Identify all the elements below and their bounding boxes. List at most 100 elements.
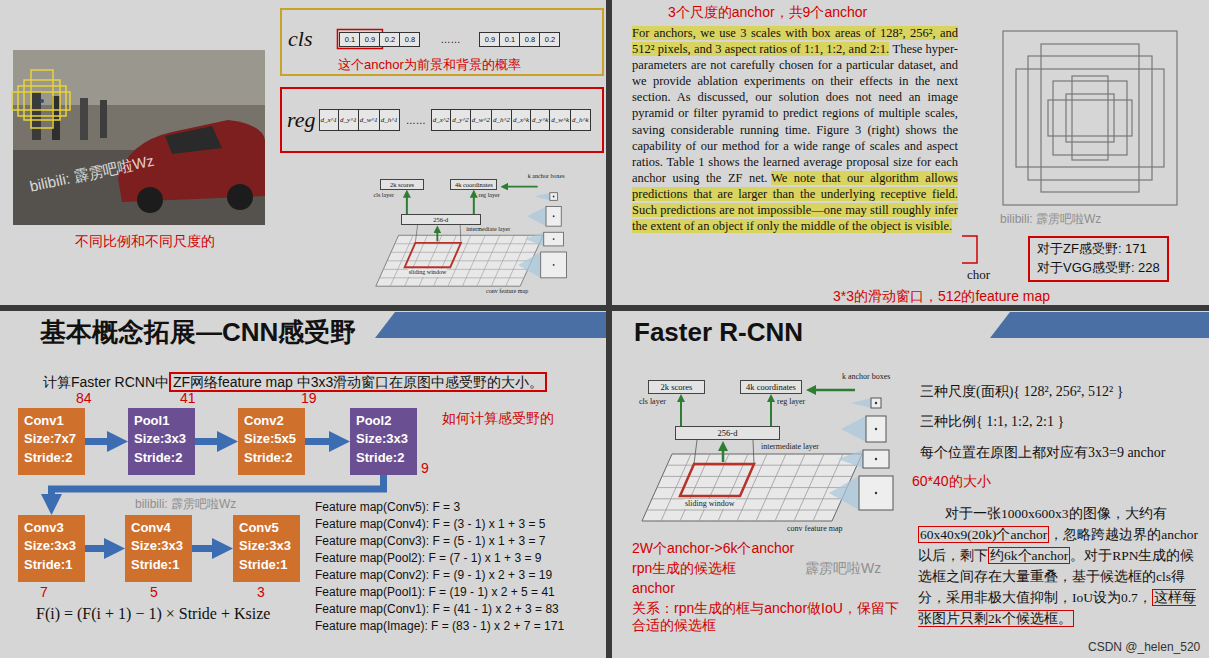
watermark: 霹雳吧啦Wz	[805, 560, 881, 577]
anchor-outline	[1028, 56, 1152, 180]
watermark: bilibili: 霹雳吧啦Wz	[1000, 212, 1101, 226]
person	[80, 98, 88, 140]
layer-box: 256-d	[675, 426, 780, 440]
layer-name: Pool2	[356, 412, 411, 430]
layer-name: Conv5	[239, 519, 294, 537]
formula-step: Feature map(Pool1): F = (19 - 1) x 2 + 5…	[315, 585, 555, 599]
anchor-scale-figure	[1003, 31, 1177, 205]
figure-label: conv feature map	[787, 524, 843, 534]
cell-value: d_w^2	[472, 116, 490, 124]
figure-label: k anchor boxes	[842, 372, 890, 382]
annotation: 3个尺度的anchor，共9个anchor	[668, 4, 867, 21]
cell-value: 0.8	[525, 35, 535, 44]
source-credit: CSDN @_helen_520	[1088, 640, 1200, 654]
flow-arrow	[680, 400, 682, 426]
cell-value: d_h^1	[381, 116, 398, 124]
layer-size: Size:3x3	[239, 537, 294, 555]
callout-number: 84	[76, 390, 92, 407]
score-cell: 0.8	[399, 32, 420, 47]
offset-cell: d_h^1	[379, 109, 400, 131]
layer-name: 4k coordinates	[746, 382, 796, 392]
paper-fragment: chor	[967, 267, 990, 283]
score-cell: 0.9	[479, 32, 500, 47]
score-cell: 0.2	[539, 32, 560, 47]
car-wheel	[227, 184, 253, 210]
callout-number: 7	[40, 584, 48, 601]
offset-cell: d_w^2	[470, 109, 492, 131]
layer-size: Size:3x3	[131, 537, 186, 555]
explanation-paragraph: 对于一张1000x600x3的图像，大约有60x40x9(20k)个anchor…	[918, 503, 1200, 629]
flow-arrow	[406, 195, 408, 214]
score-cell: 0.9	[359, 32, 380, 47]
offset-cell: d_w^k	[549, 109, 571, 131]
flow-arrow	[85, 438, 113, 445]
bullet-text: 每个位置在原图上都对应有3x3=9 anchor	[920, 445, 1166, 462]
formula-step: Feature map(Pool2): F = (7 - 1) x 1 + 3 …	[315, 551, 541, 565]
pool-layer-box: Pool2Size:3x3Stride:2	[350, 408, 417, 475]
flow-arrow	[85, 545, 110, 552]
layer-name: 2k scores	[661, 382, 693, 392]
cell-value: d_w^k	[551, 116, 569, 124]
note-line: 对于VGG感受野: 228	[1037, 259, 1160, 278]
offset-cell: d_y^2	[450, 109, 471, 131]
layer-name: 2k scores	[390, 181, 414, 188]
bullet-text: 三种尺度(面积){ 128², 256², 512² }	[920, 384, 1123, 401]
photo-ground	[13, 50, 265, 225]
layer-box: 4k coordinates	[450, 179, 497, 190]
layer-name: Conv3	[24, 519, 79, 537]
bullet-text: 三种比例{ 1:1, 1:2, 2:1 }	[920, 414, 1064, 431]
conv-layer-box: Conv4Size:3x3Stride:1	[125, 515, 192, 582]
cell-value: 0.1	[345, 35, 355, 44]
highlight-frame	[337, 30, 382, 49]
cell-value: d_y^1	[340, 116, 357, 124]
callout-number: 19	[301, 390, 317, 407]
layer-box: 4k coordinates	[740, 380, 802, 394]
layer-size: Size:7x7	[24, 430, 79, 448]
callout-number: 5	[150, 584, 158, 601]
question-text: 计算Faster RCNN中	[43, 374, 169, 390]
formula-step: Feature map(Image): F = (83 - 1) x 2 + 7…	[315, 619, 564, 633]
annotation: 关系：rpn生成的框与anchor做IoU，保留下合适的候选框	[632, 600, 912, 634]
layer-box: 2k scores	[380, 179, 423, 190]
offset-cell: d_x^k	[511, 109, 531, 131]
cell-value: d_x^1	[321, 116, 338, 124]
conv-layer-box: Conv1Size:7x7Stride:2	[18, 408, 85, 475]
callout-number: 9	[421, 460, 429, 477]
car-window	[165, 126, 222, 154]
figure-label: reg layer	[777, 397, 805, 407]
cell-value: d_x^k	[513, 116, 529, 124]
ellipsis: ……	[440, 34, 460, 45]
layer-stride: Stride:2	[244, 449, 299, 467]
layer-name: 256-d	[718, 428, 738, 438]
layer-size: Size:5x5	[244, 430, 299, 448]
figure-label: sliding window	[684, 499, 736, 509]
score-cell: 0.2	[379, 32, 400, 47]
anchor-outline	[1016, 69, 1164, 167]
conv-layer-box: Conv5Size:3x3Stride:1	[233, 515, 300, 582]
callout-number: 41	[180, 390, 196, 407]
explanation-text: 对于一张1000x600x3的图像，大约有	[945, 506, 1167, 521]
watermark: bilibili: 霹雳吧啦Wz	[135, 497, 236, 511]
title-banner	[990, 312, 1209, 338]
rpn-figure	[376, 187, 567, 287]
anchor-box	[18, 86, 66, 116]
watermark: bilibili: 霹雳吧啦Wz	[28, 152, 156, 196]
cell-value: d_h^k	[572, 116, 589, 124]
slide-title: 基本概念拓展—CNN感受野	[40, 317, 356, 348]
layer-size: Size:3x3	[134, 430, 189, 448]
anchor-outline	[1041, 44, 1139, 192]
offset-cell: d_y^k	[530, 109, 550, 131]
layer-size: Size:3x3	[356, 430, 411, 448]
callout-number: 3	[257, 584, 265, 601]
person	[100, 100, 107, 138]
flow-arrow	[52, 475, 384, 500]
anchor-outline	[1072, 76, 1108, 160]
offset-cell: d_y^1	[338, 109, 359, 131]
layer-stride: Stride:1	[239, 556, 294, 574]
anchor-center	[40, 99, 44, 103]
conv-layer-box: Conv2Size:5x5Stride:2	[238, 408, 305, 475]
cell-value: 0.2	[545, 35, 555, 44]
anchor-box	[12, 92, 70, 110]
layer-name: 4k coordinates	[455, 181, 493, 188]
offset-cell: d_h^2	[491, 109, 512, 131]
